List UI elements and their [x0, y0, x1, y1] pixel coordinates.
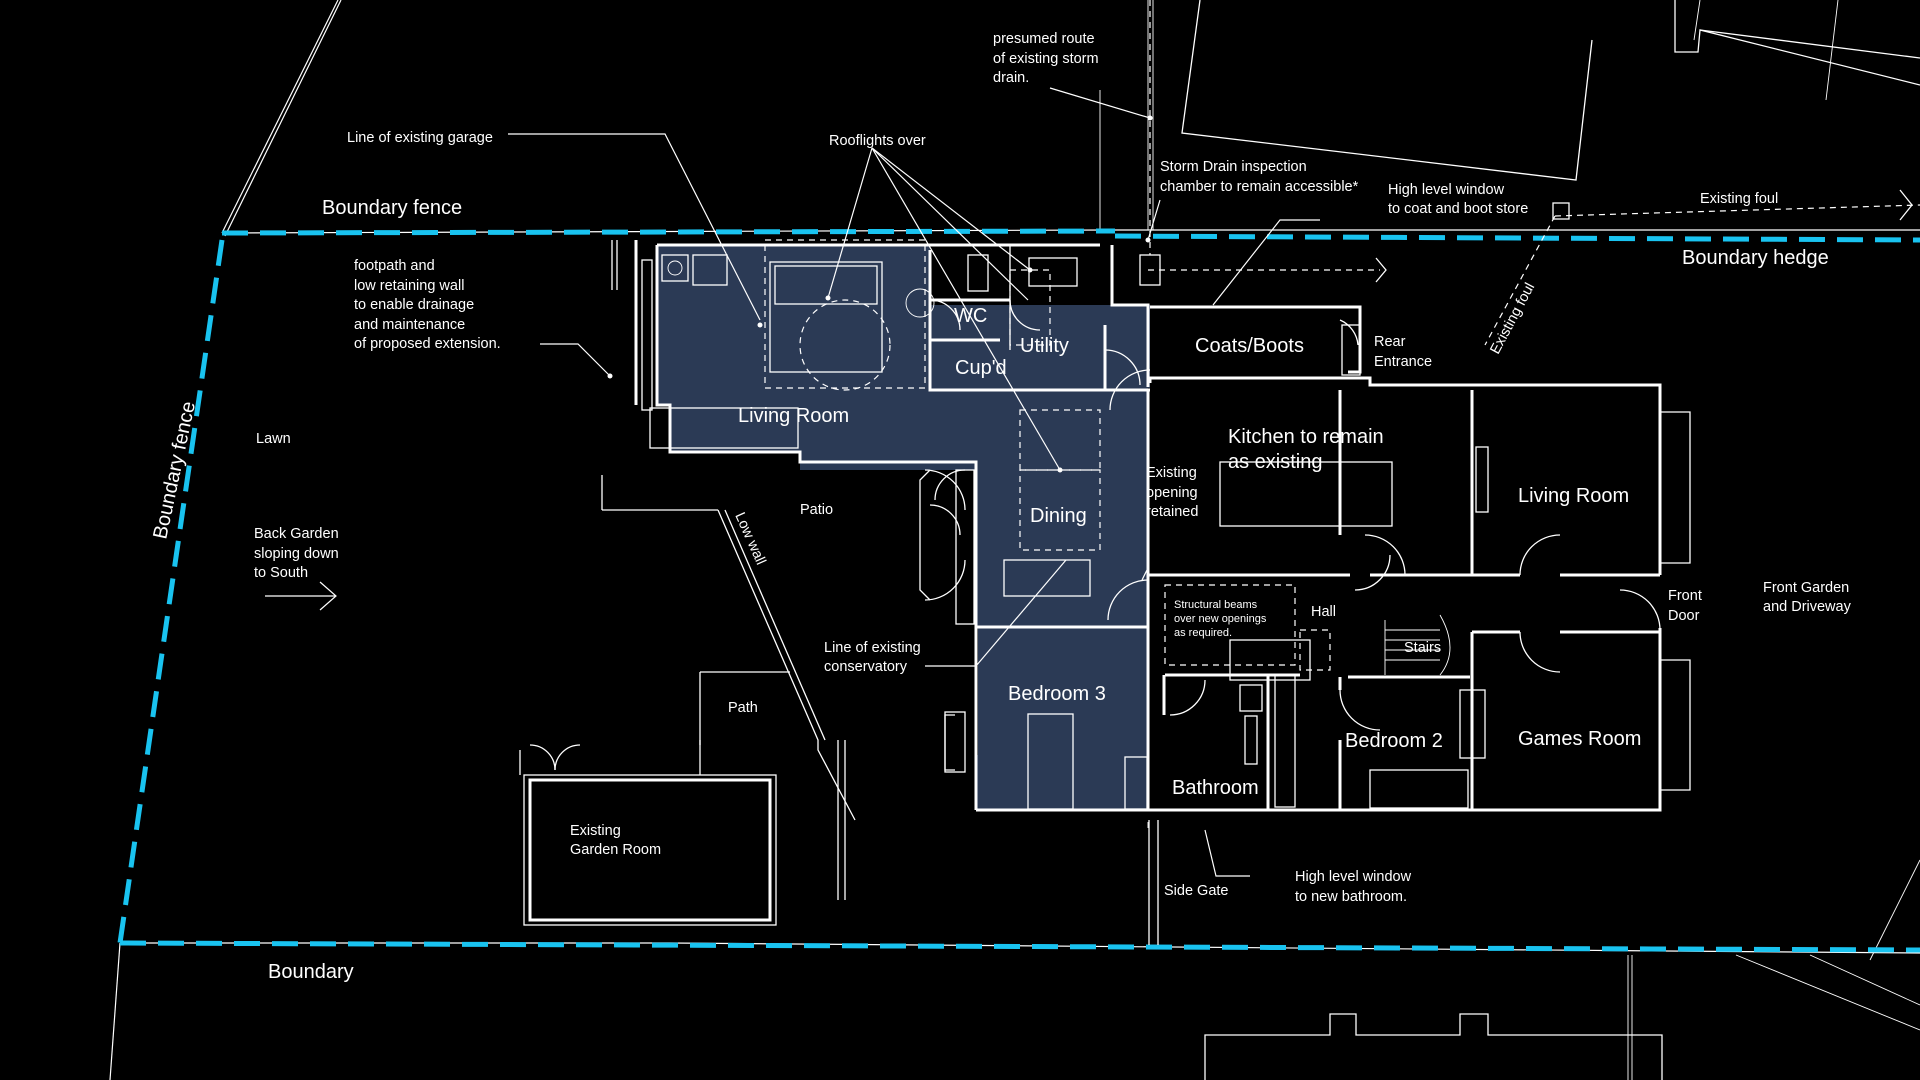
label-conservatory-1: Line of existing	[824, 640, 921, 656]
label-stairs: Stairs	[1404, 640, 1441, 656]
room-kitchen-1: Kitchen to remain	[1228, 426, 1384, 448]
label-boundary-fence-top: Boundary fence	[322, 197, 462, 219]
label-high-window-2: to coat and boot store	[1388, 201, 1528, 217]
label-existing-foul-diag: Existing foul	[1487, 280, 1538, 357]
room-living-room-ext: Living Room	[738, 405, 849, 427]
site-lines	[601, 240, 1159, 945]
label-footpath-5: of proposed extension.	[354, 336, 501, 352]
room-games-room: Games Room	[1518, 728, 1641, 750]
label-high-window-bath-2: to new bathroom.	[1295, 889, 1407, 905]
label-existing-opening-3: retained	[1146, 504, 1198, 520]
label-patio: Patio	[800, 502, 833, 518]
label-high-window-1: High level window	[1388, 182, 1505, 198]
label-presumed-route-3: drain.	[993, 70, 1029, 86]
label-existing-foul-top: Existing foul	[1700, 191, 1778, 207]
room-cupd: Cup'd	[955, 357, 1007, 379]
label-structural-1: Structural beams	[1174, 599, 1258, 611]
room-dining: Dining	[1030, 505, 1087, 527]
room-kitchen-2: as existing	[1228, 451, 1323, 473]
conservatory	[919, 469, 955, 771]
room-labels: WC Utility Cup'd Coats/Boots Living Room…	[738, 305, 1641, 799]
label-conservatory-2: conservatory	[824, 659, 908, 675]
label-high-window-bath-1: High level window	[1295, 869, 1412, 885]
label-back-garden-1: Back Garden	[254, 526, 339, 542]
label-garden-room-1: Existing	[570, 823, 621, 839]
doors	[529, 299, 1661, 771]
points	[607, 115, 1153, 473]
label-boundary-hedge: Boundary hedge	[1682, 247, 1829, 269]
room-utility: Utility	[1020, 335, 1069, 357]
label-rooflights: Rooflights over	[829, 133, 926, 149]
label-storm-drain-1: Storm Drain inspection	[1160, 159, 1307, 175]
label-structural-3: as required.	[1174, 627, 1232, 639]
label-rear-entrance-1: Rear	[1374, 334, 1406, 350]
neighbour-buildings	[1181, 0, 1920, 1080]
leader-lines	[265, 87, 1320, 877]
room-wc: WC	[954, 305, 987, 327]
label-back-garden-3: to South	[254, 565, 308, 581]
label-footpath-3: to enable drainage	[354, 297, 474, 313]
extension-walls	[634, 240, 1362, 812]
label-path: Path	[728, 700, 758, 716]
label-garden-room-2: Garden Room	[570, 842, 661, 858]
label-presumed-route-2: of existing storm	[993, 51, 1099, 67]
room-coats-boots: Coats/Boots	[1195, 335, 1304, 357]
label-structural-2: over new openings	[1174, 613, 1267, 625]
label-existing-opening-1: Existing	[1146, 465, 1197, 481]
label-front-garden-1: Front Garden	[1763, 580, 1849, 596]
room-bedroom2: Bedroom 2	[1345, 730, 1443, 752]
extension-fill	[657, 245, 1150, 810]
label-back-garden-2: sloping down	[254, 546, 339, 562]
label-footpath-2: low retaining wall	[354, 278, 464, 294]
label-side-gate: Side Gate	[1164, 883, 1229, 899]
label-front-door-2: Door	[1668, 608, 1700, 624]
label-presumed-route-1: presumed route	[993, 31, 1095, 47]
label-line-garage: Line of existing garage	[347, 130, 493, 146]
label-front-door-1: Front	[1668, 588, 1702, 604]
house-walls	[1146, 376, 1691, 812]
label-rear-entrance-2: Entrance	[1374, 354, 1432, 370]
label-lawn: Lawn	[256, 431, 291, 447]
label-footpath-1: footpath and	[354, 258, 435, 274]
annotations: presumed route of existing storm drain. …	[149, 31, 1851, 983]
room-living-room: Living Room	[1518, 485, 1629, 507]
label-existing-opening-2: opening	[1146, 485, 1198, 501]
boundary-dashed	[117, 228, 1920, 953]
label-boundary-fence-left: Boundary fence	[149, 399, 200, 541]
label-front-garden-2: and Driveway	[1763, 599, 1852, 615]
garden-room	[519, 740, 777, 926]
label-boundary-bottom: Boundary	[268, 961, 354, 983]
room-bedroom3: Bedroom 3	[1008, 683, 1106, 705]
foul-drain	[1148, 0, 1920, 346]
room-bathroom: Bathroom	[1172, 777, 1259, 799]
label-hall: Hall	[1311, 604, 1336, 620]
label-storm-drain-2: chamber to remain accessible*	[1160, 179, 1359, 195]
label-footpath-4: and maintenance	[354, 317, 465, 333]
